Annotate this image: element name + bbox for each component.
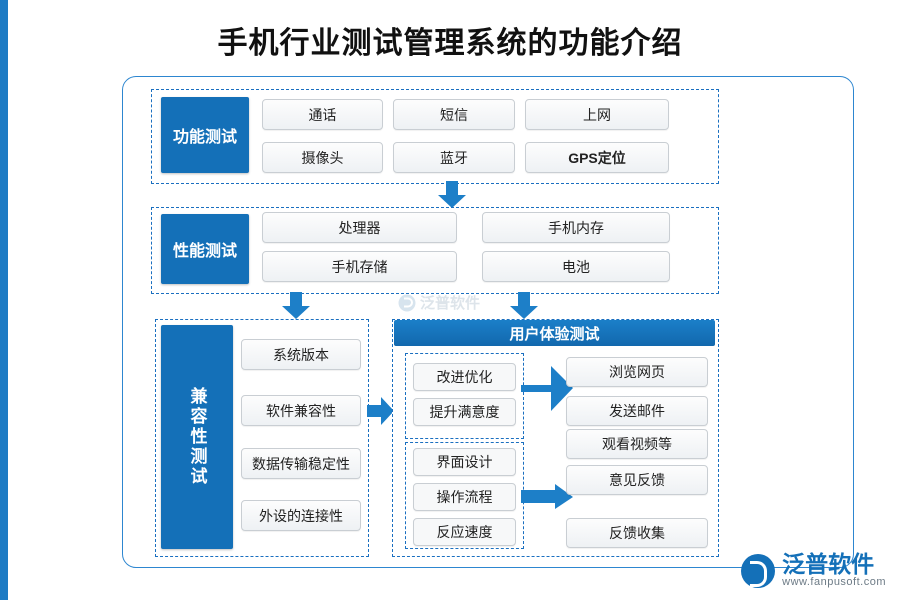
arrow-performance-to-compatibility [282,292,310,319]
arrow-functional-to-performance [438,181,466,208]
item-functional-0[interactable]: 通话 [262,99,383,130]
brand-logo-icon [741,553,776,588]
center-watermark: 泛普软件 [398,292,480,313]
brand-logo-name: 泛普软件 [782,551,875,578]
watermark-logo-icon [398,294,416,311]
brand-logo-url: www.fanpusoft.com [782,576,886,588]
item-performance-2[interactable]: 手机存储 [262,251,457,282]
brand-logo: 泛普软件 www.fanpusoft.com [741,553,886,588]
left-accent-bar [0,0,8,600]
item-ux-right-2[interactable]: 观看视频等 [566,429,708,459]
item-compatibility-2[interactable]: 数据传输稳定性 [241,448,361,479]
item-ux-left-b-1[interactable]: 操作流程 [413,483,516,511]
item-functional-1[interactable]: 短信 [393,99,515,130]
group-label-compatibility-test: 兼容性测试 [161,325,233,549]
item-ux-left-a-1[interactable]: 提升满意度 [413,398,516,426]
group-label-performance-test: 性能测试 [161,214,249,284]
arrow-ux-b-to-right [521,484,573,509]
page-title: 手机行业测试管理系统的功能介绍 [217,26,683,61]
item-ux-left-b-0[interactable]: 界面设计 [413,448,516,476]
item-compatibility-0[interactable]: 系统版本 [241,339,361,370]
arrow-performance-to-ux [510,292,538,319]
item-ux-right-3[interactable]: 意见反馈 [566,465,708,495]
item-performance-1[interactable]: 手机内存 [482,212,670,243]
watermark-text: 泛普软件 [420,295,481,312]
arrow-ux-a-to-right [521,366,573,411]
item-performance-0[interactable]: 处理器 [262,212,457,243]
item-compatibility-3[interactable]: 外设的连接性 [241,500,361,531]
group-label-functional-test: 功能测试 [161,97,249,173]
item-functional-3[interactable]: 摄像头 [262,142,383,173]
item-performance-3[interactable]: 电池 [482,251,670,282]
item-compatibility-1[interactable]: 软件兼容性 [241,395,361,426]
group-label-compatibility-text: 兼容性测试 [187,387,207,487]
item-ux-right-4[interactable]: 反馈收集 [566,518,708,548]
item-ux-right-0[interactable]: 浏览网页 [566,357,708,387]
item-ux-left-b-2[interactable]: 反应速度 [413,518,516,546]
item-ux-right-1[interactable]: 发送邮件 [566,396,708,426]
item-functional-2[interactable]: 上网 [525,99,669,130]
group-label-ux-test: 用户体验测试 [394,320,715,346]
item-ux-left-a-0[interactable]: 改进优化 [413,363,516,391]
item-functional-5[interactable]: GPS定位 [525,142,669,173]
arrow-compatibility-to-ux [367,397,394,425]
item-functional-4[interactable]: 蓝牙 [393,142,515,173]
